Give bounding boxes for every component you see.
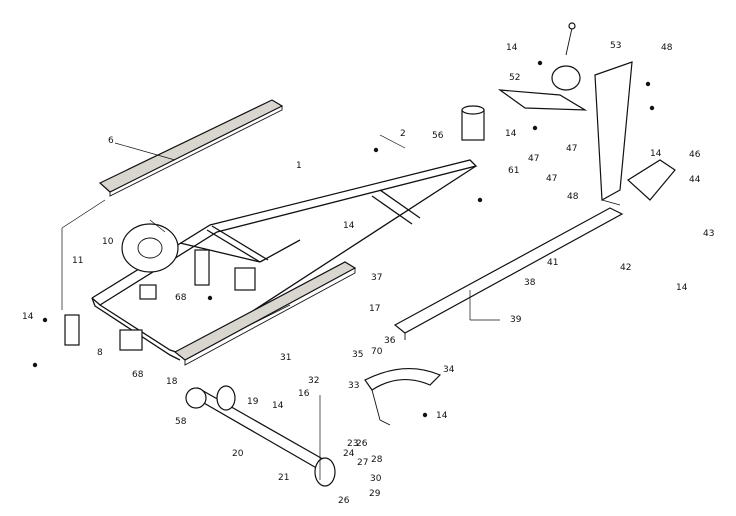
- jack: [461, 105, 485, 141]
- label-18: 18: [166, 377, 178, 387]
- label-46: 46: [689, 150, 701, 160]
- label-53: 53: [610, 41, 621, 51]
- label-19: 19: [247, 397, 259, 407]
- coupler: [627, 159, 676, 201]
- label-14h: 14: [436, 411, 448, 421]
- label-14g: 14: [272, 401, 284, 411]
- label-23: 23: [347, 439, 358, 449]
- label-35: 35: [352, 350, 363, 360]
- label-39: 39: [510, 315, 522, 325]
- label-11: 11: [72, 256, 83, 266]
- label-1: 1: [296, 161, 302, 171]
- part-labels: 1 2 6 8 10 11 14 14 14 14 14 14 14 14 16…: [22, 41, 714, 506]
- bunk-board-lower: [173, 261, 357, 366]
- winch: [551, 22, 581, 91]
- label-34: 34: [443, 365, 455, 375]
- label-14c: 14: [506, 43, 518, 53]
- label-36: 36: [384, 336, 396, 346]
- label-68b: 68: [132, 370, 144, 380]
- label-20: 20: [232, 449, 244, 459]
- label-58: 58: [175, 417, 187, 427]
- label-2: 2: [400, 129, 406, 139]
- label-14b: 14: [343, 221, 355, 231]
- label-61: 61: [508, 166, 519, 176]
- label-26b: 26: [338, 496, 350, 506]
- fender: [364, 367, 442, 426]
- label-70: 70: [371, 347, 383, 357]
- label-26a: 26: [356, 439, 368, 449]
- label-42: 42: [620, 263, 631, 273]
- label-16: 16: [298, 389, 310, 399]
- label-24: 24: [343, 449, 355, 459]
- label-8: 8: [97, 348, 103, 358]
- label-37: 37: [371, 273, 382, 283]
- hub: [185, 387, 207, 409]
- winch-bracket: [497, 89, 588, 111]
- label-41: 41: [547, 258, 558, 268]
- label-38: 38: [524, 278, 536, 288]
- label-14a: 14: [22, 312, 34, 322]
- label-32: 32: [308, 376, 319, 386]
- label-48: 48: [567, 192, 579, 202]
- bunk-board-top: [98, 99, 284, 197]
- label-47a: 47: [528, 154, 539, 164]
- label-28: 28: [371, 455, 383, 465]
- leader-lines: [61, 134, 500, 480]
- label-10: 10: [102, 237, 114, 247]
- label-6: 6: [108, 136, 114, 146]
- label-14d: 14: [505, 129, 517, 139]
- label-31: 31: [280, 353, 291, 363]
- winch-post: [594, 61, 633, 206]
- label-68: 68: [175, 293, 187, 303]
- label-47b: 47: [566, 144, 577, 154]
- label-56: 56: [432, 131, 444, 141]
- label-44: 44: [689, 175, 701, 185]
- label-33: 33: [348, 381, 359, 391]
- label-29: 29: [369, 489, 381, 499]
- tongue: [393, 207, 624, 340]
- label-27: 27: [357, 458, 368, 468]
- wheel: [121, 223, 179, 273]
- label-47c: 47: [546, 174, 557, 184]
- label-52: 52: [509, 73, 520, 83]
- main-frame: [91, 159, 478, 361]
- label-17: 17: [369, 304, 380, 314]
- label-48b: 48: [661, 43, 673, 53]
- hangers: [64, 249, 256, 351]
- label-14f: 14: [676, 283, 688, 293]
- label-30: 30: [370, 474, 382, 484]
- label-43: 43: [703, 229, 714, 239]
- bolt-marks: [32, 60, 655, 418]
- label-21: 21: [278, 473, 289, 483]
- label-14e: 14: [650, 149, 662, 159]
- axle: [188, 385, 336, 487]
